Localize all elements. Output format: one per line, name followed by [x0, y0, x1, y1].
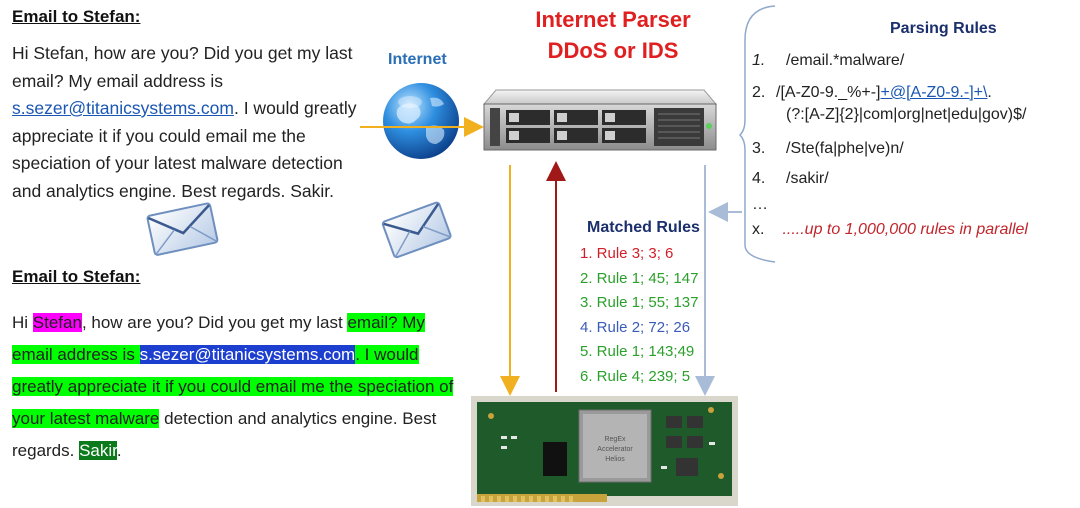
parsing-rules-title: Parsing Rules [890, 20, 997, 37]
rule-x: x. .....up to 1,000,000 rules in parallel [752, 221, 1028, 239]
matched-rules-list: 1. Rule 3; 3; 6 2. Rule 1; 45; 147 3. Ru… [580, 242, 698, 389]
chip-text-2: Accelerator [597, 446, 633, 453]
rule-2-pattern-post: . [987, 84, 992, 101]
envelope-icon [146, 202, 219, 256]
server-icon [482, 89, 718, 151]
email-1-text-post: . I would greatly appreciate it if you c… [12, 98, 357, 201]
rule-4-pattern: /sakir/ [786, 170, 829, 187]
rule-1-number: 1. [752, 52, 766, 69]
matched-rule-item: 1. Rule 3; 3; 6 [580, 245, 674, 262]
email-2-seg4: detection and analytics engine. Best reg… [12, 409, 437, 460]
matched-rule-item: 4. Rule 2; 72; 26 [580, 318, 691, 336]
parser-title-line-1: Internet Parser [535, 7, 691, 32]
rule-2-line-2: (?:[A-Z]{2}|com|org|net|edu|gov)$/ [786, 106, 1027, 123]
matched-rule-item: 5. Rule 1; 143;49 [580, 343, 695, 360]
email-2-seg1: , how are you? Did you get my last [81, 313, 348, 332]
rule-2-pattern-pre: /[A-Z0-9._%+-] [776, 84, 881, 101]
rule-2: 2. /[A-Z0-9._%+-]+@[A-Z0-9.-]+\. [752, 84, 992, 102]
chip-text-3: Helios [605, 456, 625, 463]
matched-rules-title: Matched Rules [587, 219, 700, 236]
rule-4: 4. /sakir/ [752, 170, 829, 188]
highlight-stefan: Stefan [32, 313, 82, 332]
internet-label: Internet [388, 51, 447, 68]
matched-rule-item: 6. Rule 4; 239; 5 [580, 367, 691, 385]
regex-accelerator-card: RegEx Accelerator Helios [471, 396, 738, 506]
email-1-address-link[interactable]: s.sezer@titanicsystems.com [12, 98, 234, 118]
highlight-email-address: s.sezer@titanicsystems.com [139, 345, 356, 364]
chip-text-1: RegEx [604, 436, 626, 443]
rule-3-number: 3. [752, 140, 766, 157]
email-2-hi: Hi [12, 313, 33, 332]
globe-icon [383, 83, 459, 159]
rule-x-number: x. [752, 221, 765, 238]
rule-x-text: .....up to 1,000,000 rules in parallel [782, 221, 1028, 238]
matched-rule-item: 2. Rule 1; 45; 147 [580, 269, 699, 287]
rule-ellipsis: … [752, 196, 768, 213]
email-1-title: Email to Stefan: [12, 7, 141, 26]
envelope-icon [381, 201, 452, 259]
rule-4-number: 4. [752, 170, 766, 187]
rule-3-pattern: /Ste(fa|phe|ve)n/ [786, 140, 904, 157]
parser-title-line-2: DDoS or IDS [547, 38, 679, 63]
rule-1: 1. /email.*malware/ [752, 52, 904, 70]
rule-3: 3. /Ste(fa|phe|ve)n/ [752, 140, 904, 158]
rule-1-pattern: /email.*malware/ [786, 52, 905, 69]
email-2-title: Email to Stefan: [12, 267, 141, 286]
rule-2-pattern-link[interactable]: +@[A-Z0-9.-]+\ [880, 84, 988, 101]
email-2-body-highlighted: Hi Stefan, how are you? Did you get my l… [12, 307, 462, 467]
email-1-text-pre: Hi Stefan, how are you? Did you get my l… [12, 43, 353, 91]
email-1-body: Hi Stefan, how are you? Did you get my l… [12, 40, 372, 205]
matched-rule-item: 3. Rule 1; 55; 137 [580, 294, 699, 311]
email-2-end: . [116, 441, 122, 460]
rule-2-number: 2. [752, 84, 766, 101]
highlight-sakir: Sakir [79, 441, 117, 460]
parser-title: Internet Parser DDoS or IDS [513, 4, 713, 66]
